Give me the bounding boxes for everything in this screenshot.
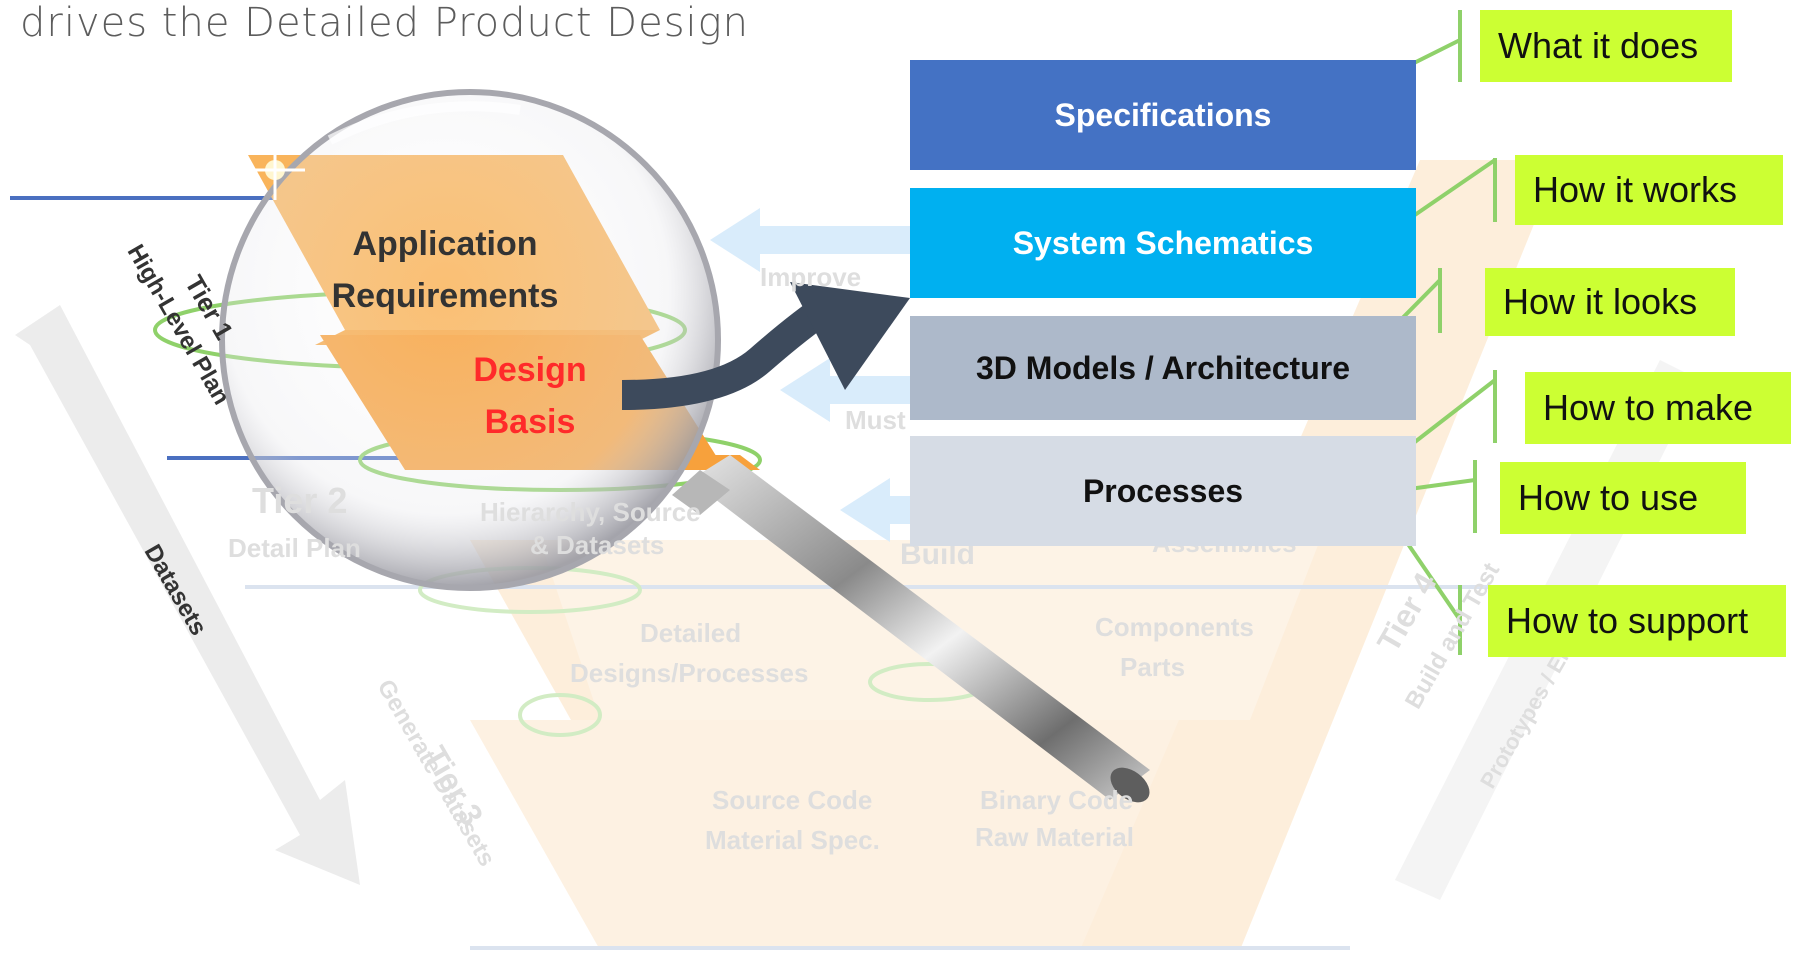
page-title: drives the Detailed Product Design: [20, 0, 749, 46]
improve-arrow: [710, 208, 910, 272]
system-schematics-box: System Schematics: [910, 188, 1416, 298]
detailed-line2: Designs/Processes: [570, 658, 809, 688]
specifications-label: Specifications: [1054, 96, 1272, 133]
callout-how-to-make: How to make: [1525, 372, 1791, 444]
hierarchy-line1: Hierarchy, Source: [480, 497, 701, 527]
tier2-name: Tier 2: [252, 480, 348, 521]
design-line2: Basis: [484, 403, 576, 441]
specifications-box: Specifications: [910, 60, 1416, 170]
callout-what-it-does: What it does: [1480, 10, 1732, 82]
processes-box: Processes: [910, 436, 1416, 546]
components-line1: Components: [1095, 612, 1254, 642]
components-line2: Parts: [1120, 652, 1186, 682]
system-schematics-label: System Schematics: [1012, 224, 1314, 261]
improve-label: Improve: [760, 262, 862, 292]
v-shape-right: [1080, 160, 1560, 950]
application-requirements-label: Application Requirements: [300, 218, 590, 322]
magnifier-lens: [219, 89, 721, 591]
callout-how-to-support: How to support: [1488, 585, 1786, 657]
must-label: Must: [845, 405, 906, 435]
design-line1: Design: [473, 351, 587, 389]
models-architecture-label: 3D Models / Architecture: [975, 349, 1350, 386]
application-line1: Application: [352, 225, 538, 263]
source-code-line2: Material Spec.: [705, 825, 880, 855]
hierarchy-line2: & Datasets: [530, 530, 665, 560]
design-basis-label: Design Basis: [440, 344, 620, 448]
callout-how-it-looks: How it looks: [1485, 268, 1735, 336]
binary-code-line2: Raw Material: [975, 822, 1134, 852]
processes-label: Processes: [1082, 472, 1244, 509]
detailed-line1: Detailed: [640, 618, 742, 648]
callout-how-to-use: How to use: [1500, 462, 1746, 534]
design-basis-arrow: [621, 292, 839, 410]
callout-how-it-works: How it works: [1515, 155, 1783, 225]
magnifier-handle: [672, 455, 1150, 803]
build-arrow: [840, 478, 910, 542]
source-code-line1: Source Code: [712, 785, 873, 815]
tier2-sub: Detail Plan: [228, 533, 361, 563]
models-architecture-box: 3D Models / Architecture: [910, 316, 1416, 420]
application-line2: Requirements: [331, 277, 559, 315]
binary-code-line1: Binary Code: [980, 785, 1134, 815]
